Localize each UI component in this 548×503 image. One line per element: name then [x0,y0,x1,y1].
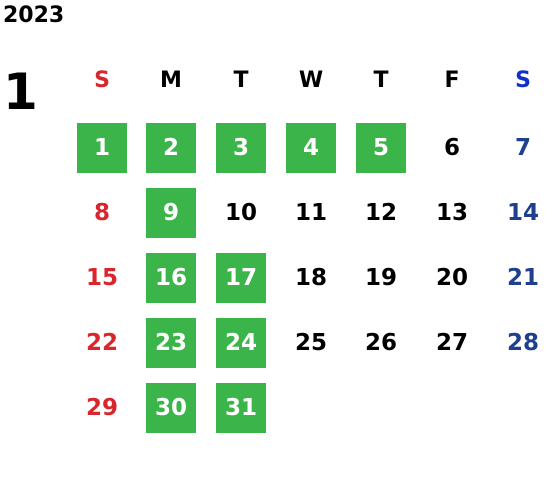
day-cell-13: 13 [435,200,468,226]
day-cell-1: 1 [77,123,127,173]
day-cell-17: 17 [216,253,266,303]
day-cell-4: 4 [286,123,336,173]
day-cell-20: 20 [435,265,468,291]
day-cell-30: 30 [146,383,196,433]
day-cell-31: 31 [216,383,266,433]
weekday-monday: M [160,68,182,93]
day-cell-28: 28 [506,330,539,356]
day-cell-25: 25 [294,330,327,356]
day-cell-15: 15 [85,265,118,291]
month-number: 1 [3,63,38,121]
day-cell-22: 22 [85,330,118,356]
day-cell-3: 3 [216,123,266,173]
weekday-tuesday: T [233,68,249,93]
day-cell-6: 6 [443,135,460,161]
day-cell-10: 10 [224,200,257,226]
day-cell-26: 26 [364,330,397,356]
weekday-thursday: T [373,68,389,93]
day-cell-14: 14 [506,200,539,226]
weekday-wednesday: W [298,68,324,93]
day-cell-5: 5 [356,123,406,173]
day-cell-9: 9 [146,188,196,238]
day-cell-24: 24 [216,318,266,368]
day-cell-11: 11 [294,200,327,226]
day-cell-2: 2 [146,123,196,173]
weekday-friday: F [444,68,460,93]
day-cell-7: 7 [514,135,531,161]
day-cell-8: 8 [93,200,110,226]
day-cell-19: 19 [364,265,397,291]
day-cell-12: 12 [364,200,397,226]
day-cell-18: 18 [294,265,327,291]
day-cell-27: 27 [435,330,468,356]
day-cell-16: 16 [146,253,196,303]
day-cell-21: 21 [506,265,539,291]
year-label: 2023 [3,3,65,28]
weekday-sunday: S [94,68,110,93]
day-cell-23: 23 [146,318,196,368]
day-cell-29: 29 [85,395,118,421]
weekday-saturday: S [515,68,531,93]
